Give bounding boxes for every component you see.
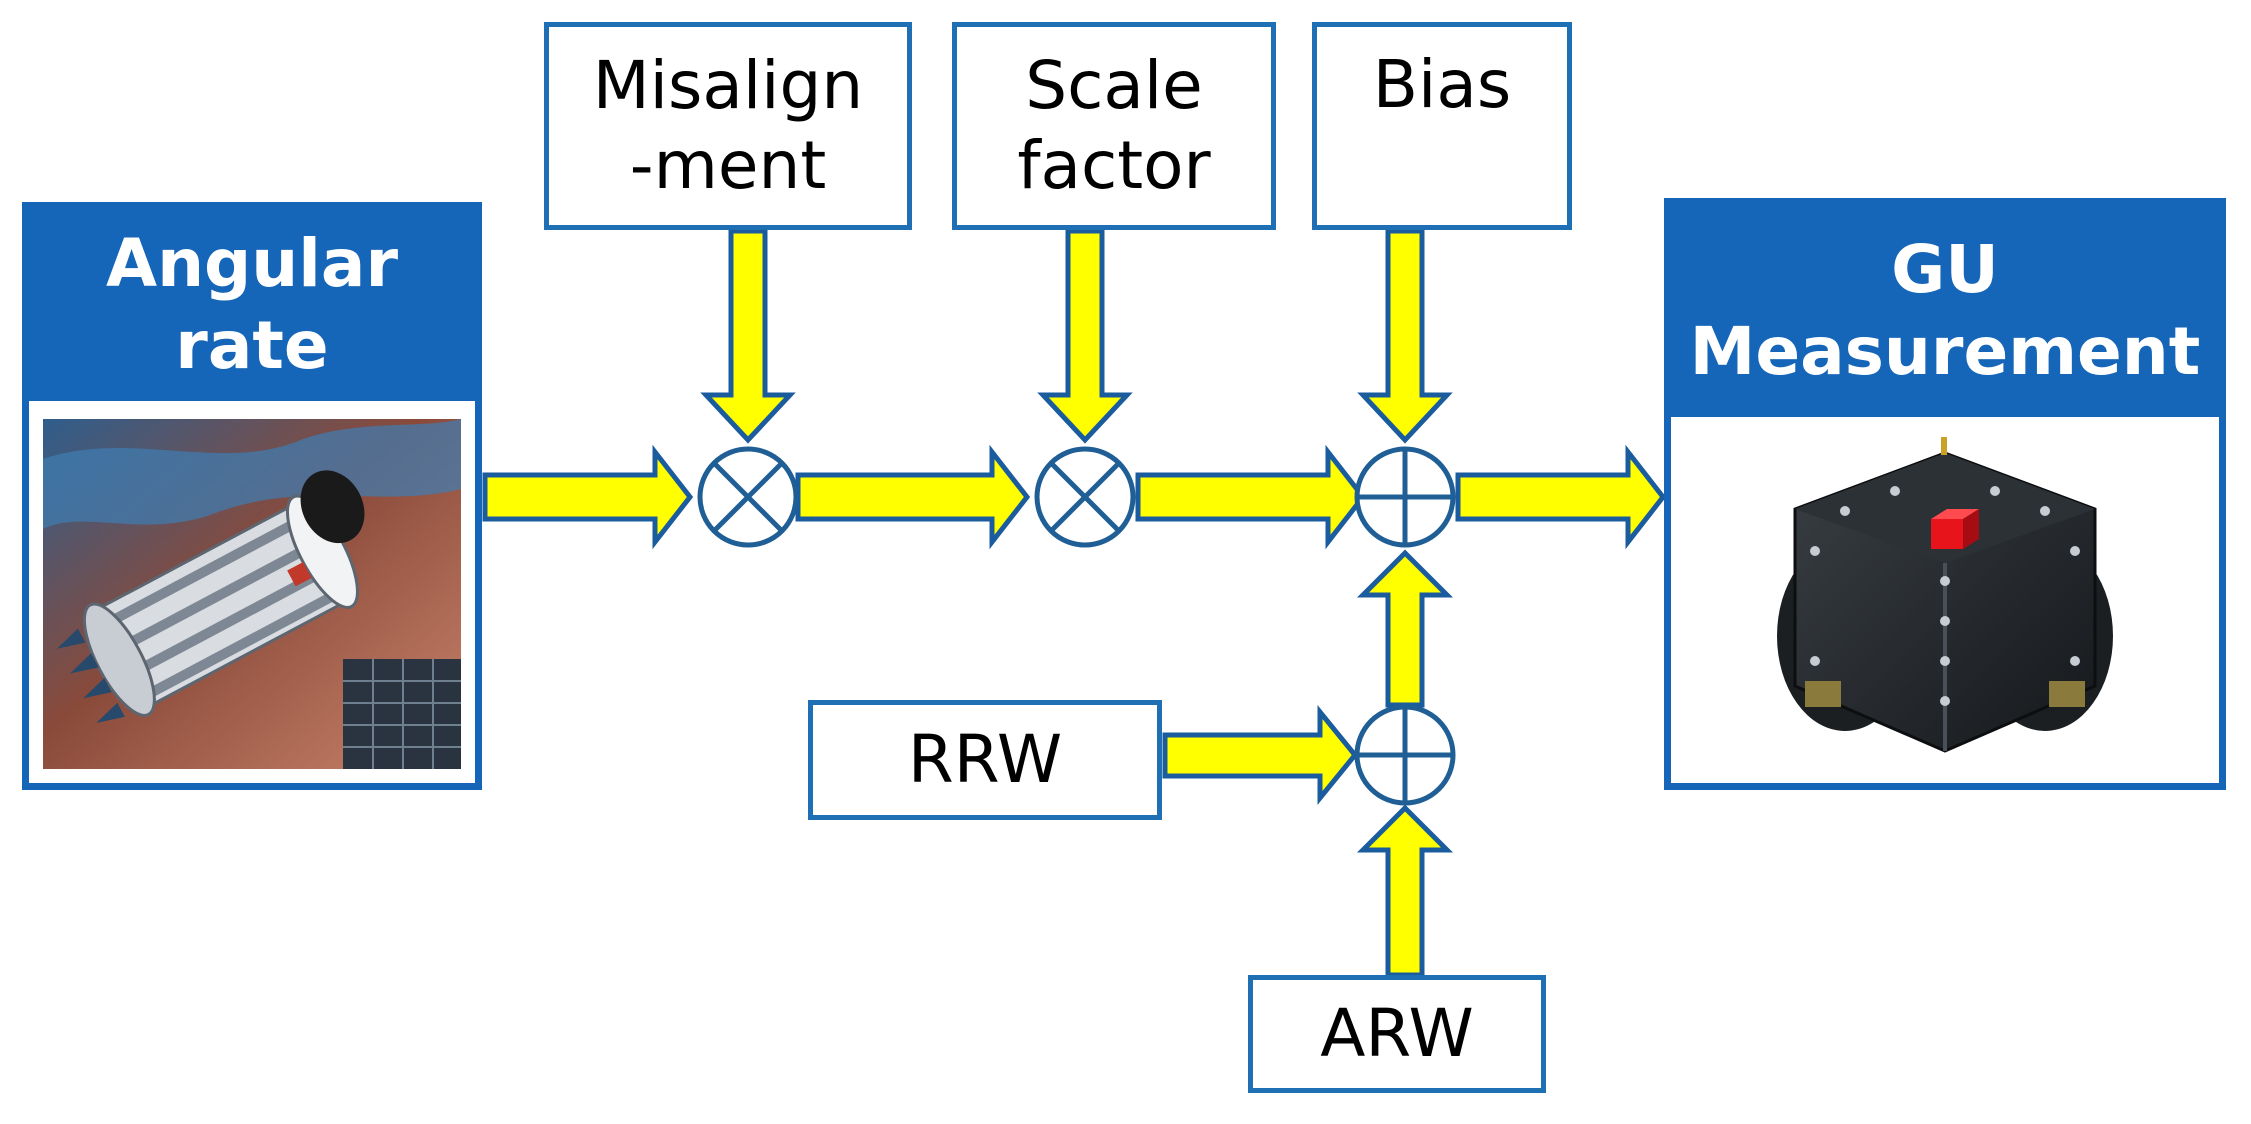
sum-operator-bias bbox=[1354, 446, 1456, 548]
misalignment-box: Misalign -ment bbox=[544, 22, 912, 230]
bias-label: Bias bbox=[1372, 46, 1512, 123]
multiply-operator-scale bbox=[1034, 446, 1136, 548]
sum-operator-noise bbox=[1354, 704, 1456, 806]
gyro-unit-cube-icon bbox=[1685, 431, 2205, 761]
arrow-misalignment-to-scale bbox=[795, 444, 1031, 550]
gu-measurement-title: GU Measurement bbox=[1671, 205, 2219, 417]
arrow-bias-to-output bbox=[1455, 444, 1667, 550]
bias-box: Bias bbox=[1312, 22, 1572, 230]
arrow-scale-to-bias bbox=[1135, 444, 1367, 550]
arrow-bias-down bbox=[1357, 228, 1453, 444]
multiply-operator-misalignment bbox=[697, 446, 799, 548]
arw-box: ARW bbox=[1248, 975, 1546, 1093]
arrow-scale-down bbox=[1037, 228, 1133, 444]
scale-factor-label: Scale factor bbox=[1017, 47, 1211, 204]
scale-factor-box: Scale factor bbox=[952, 22, 1276, 230]
rrw-label: RRW bbox=[907, 721, 1063, 798]
arrow-arw-up bbox=[1356, 804, 1454, 978]
arrow-input-to-misalignment bbox=[482, 444, 694, 550]
arrow-noise-up-to-bias bbox=[1356, 549, 1454, 708]
gu-measurement-panel: GU Measurement bbox=[1664, 198, 2226, 790]
angular-rate-title: Angular rate bbox=[29, 209, 475, 401]
arrow-rrw-to-noise-sum bbox=[1162, 704, 1359, 806]
rrw-box: RRW bbox=[808, 700, 1162, 820]
arw-label: ARW bbox=[1320, 995, 1474, 1072]
satellite-illustration-icon bbox=[43, 419, 461, 769]
arrow-misalignment-down bbox=[700, 228, 796, 444]
angular-rate-panel: Angular rate bbox=[22, 202, 482, 790]
misalignment-label: Misalign -ment bbox=[592, 47, 864, 204]
